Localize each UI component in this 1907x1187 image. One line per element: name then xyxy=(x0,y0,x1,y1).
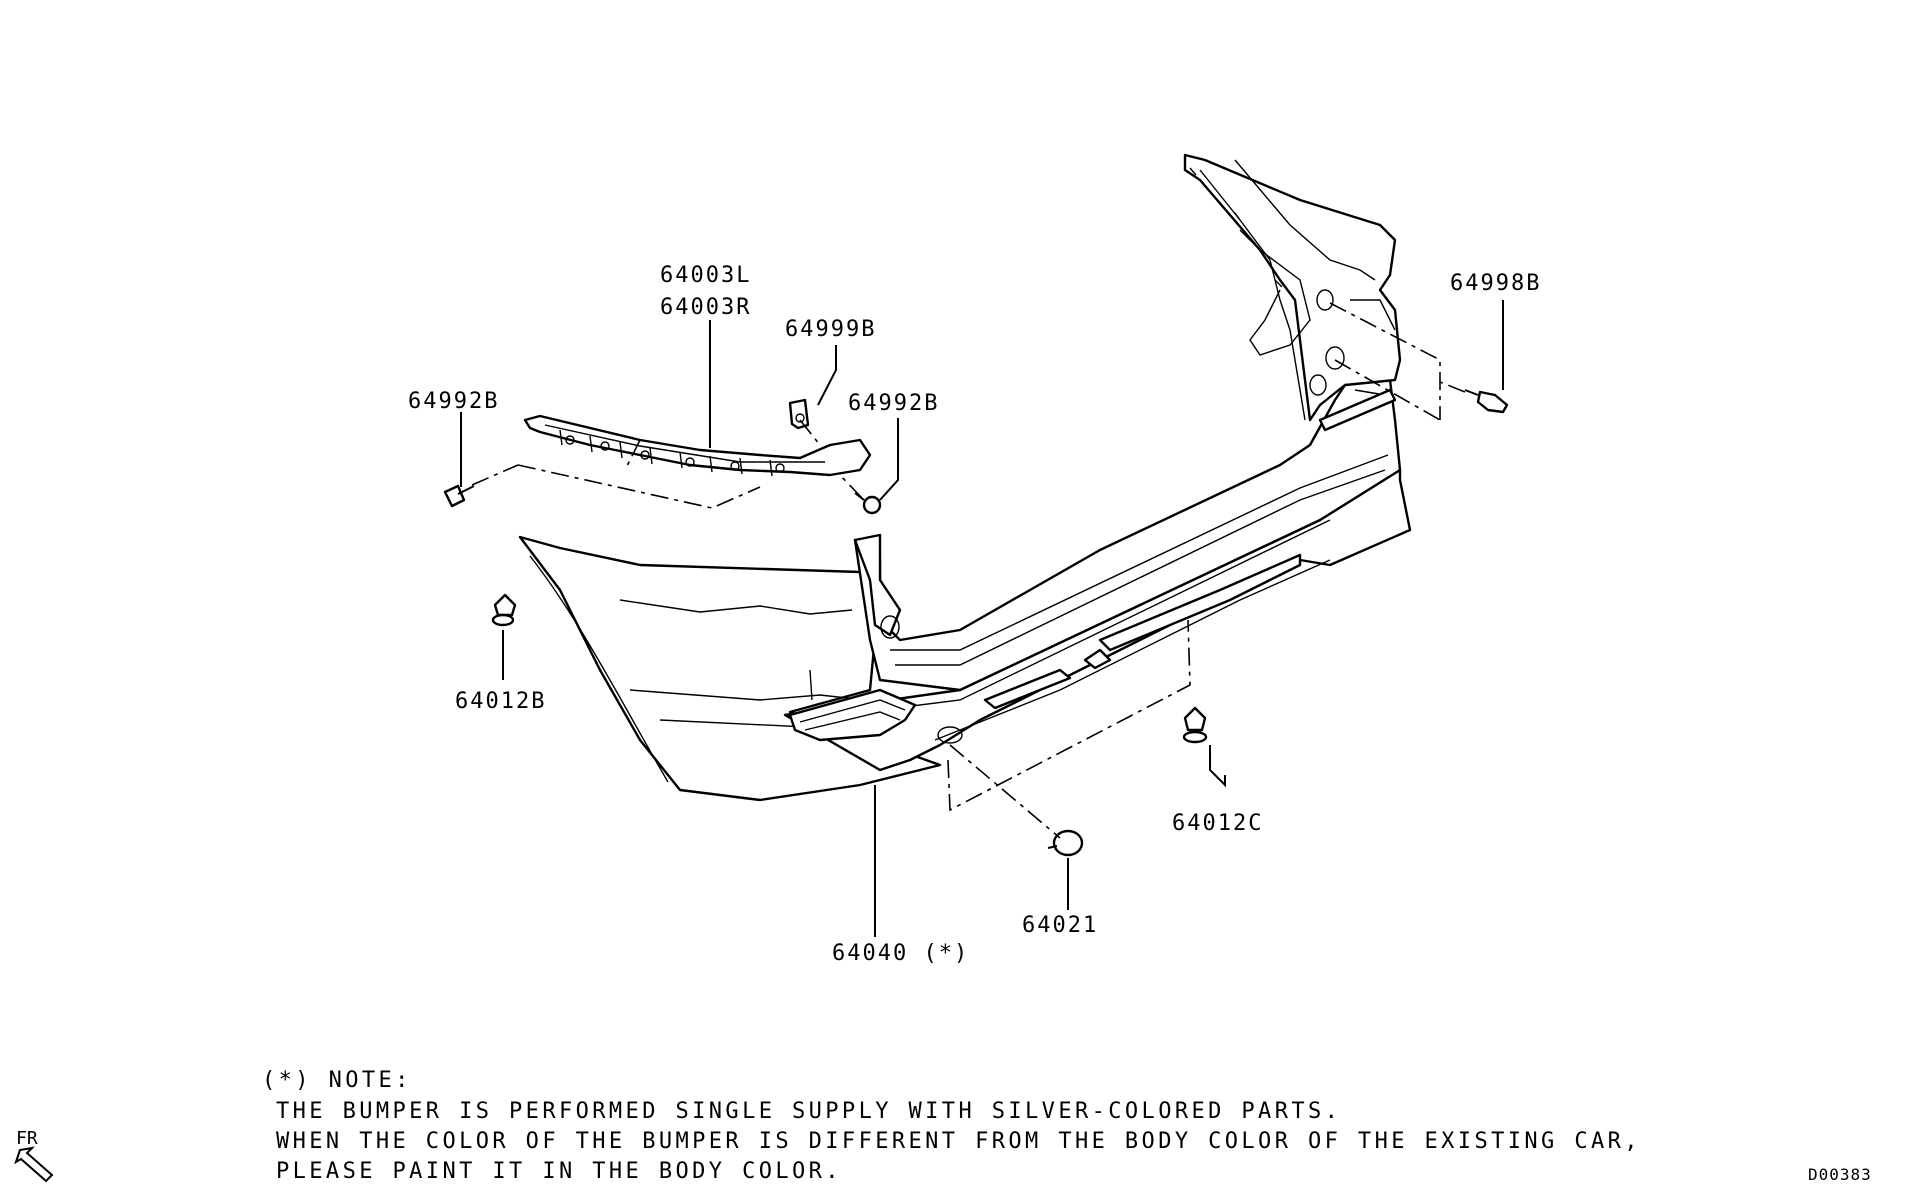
clip-64012b-icon xyxy=(491,593,517,627)
part-label-64003r: 64003R xyxy=(660,295,751,320)
leader-lines xyxy=(460,300,1504,937)
part-label-64021: 64021 xyxy=(1022,913,1098,938)
note-line-1: THE BUMPER IS PERFORMED SINGLE SUPPLY WI… xyxy=(276,1099,1342,1124)
part-label-64992b-right: 64992B xyxy=(848,391,939,416)
bolt-64998b-icon xyxy=(1464,389,1509,414)
part-label-64992b-left: 64992B xyxy=(408,389,499,414)
note-line-3: PLEASE PAINT IT IN THE BODY COLOR. xyxy=(276,1159,842,1184)
screw-64992b-left-icon xyxy=(443,484,475,508)
clip-64012c-icon xyxy=(1182,706,1208,744)
part-label-64003l: 64003L xyxy=(660,263,751,288)
guide-lines xyxy=(471,302,1466,839)
part-label-64999b: 64999B xyxy=(785,317,876,342)
part-label-64012b: 64012B xyxy=(455,689,546,714)
note-heading: (*) NOTE: xyxy=(262,1068,412,1093)
screw-64992b-right-icon xyxy=(854,492,882,515)
note-line-2: WHEN THE COLOR OF THE BUMPER IS DIFFEREN… xyxy=(276,1129,1641,1154)
part-label-64012c: 64012C xyxy=(1172,811,1263,836)
retainer-bracket-shape xyxy=(523,414,872,477)
front-direction-label: FR xyxy=(16,1128,38,1149)
part-label-64040: 64040 (*) xyxy=(832,941,969,966)
rear-bumper-shape xyxy=(518,153,1412,802)
nut-64999b-icon xyxy=(788,398,810,430)
part-label-64998b: 64998B xyxy=(1450,271,1541,296)
front-direction-arrow-icon xyxy=(14,1146,54,1183)
cap-64021-icon xyxy=(1047,829,1084,857)
drawing-code: D00383 xyxy=(1808,1165,1872,1184)
